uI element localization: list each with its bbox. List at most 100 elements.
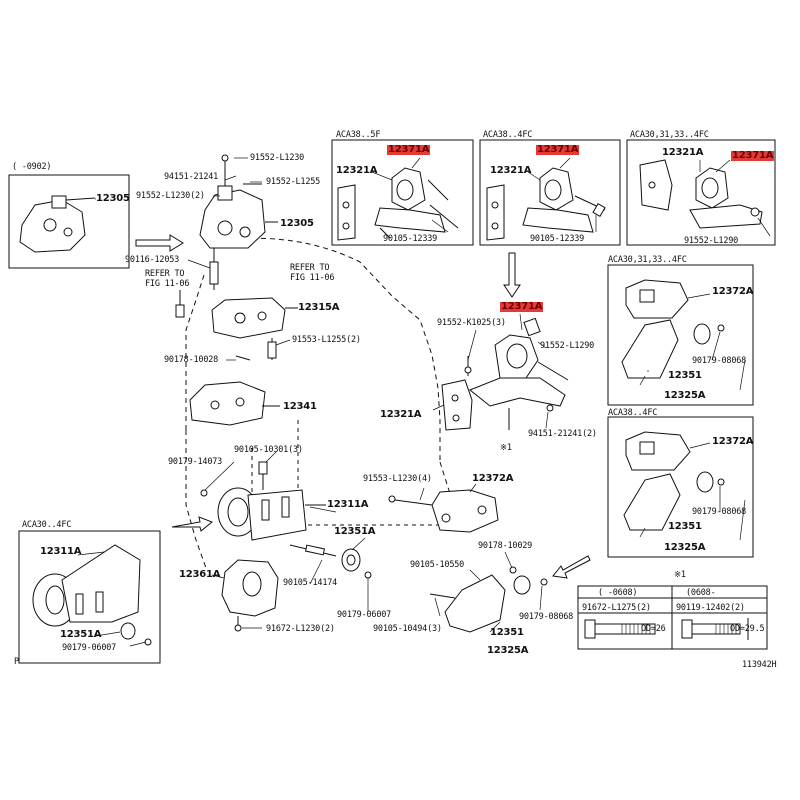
box-right-2 <box>607 416 754 558</box>
label-aca38-5f: ACA38..5F <box>336 130 381 140</box>
label-t-c2-od: OD=29.5 <box>730 624 765 634</box>
mount-box1 <box>337 167 459 241</box>
label-c-90105-10550: 90105-10550 <box>410 560 465 570</box>
label-91552-L1255: 91552-L1255 <box>266 177 321 187</box>
label-box3-12321A: 12321A <box>662 147 704 158</box>
bracket-right1 <box>621 279 725 379</box>
label-refer-a1: REFER TO <box>145 269 185 279</box>
box-0902 <box>8 174 130 269</box>
label-refer-a2: FIG 11-06 <box>145 279 190 289</box>
label-r2-12372A: 12372A <box>712 436 754 447</box>
label-12371A-center: 12371A <box>500 301 544 312</box>
bolt-spec-1 <box>584 619 656 639</box>
label-refer-b1: REFER TO <box>290 263 330 273</box>
label-12351A: 12351A <box>334 526 376 537</box>
label-c-12321A: 12321A <box>380 409 422 420</box>
label-refer-b2: FIG 11-06 <box>290 273 335 283</box>
bracket-12325A-center <box>429 566 548 633</box>
label-box-12351A: 12351A <box>60 629 102 640</box>
label-box1-90105-12339: 90105-12339 <box>383 234 438 244</box>
label-t-c1-head: ( -0608) <box>598 588 638 598</box>
label-90178-10028: 90178-10028 <box>164 355 219 365</box>
label-12371A-box2: 12371A <box>536 144 580 155</box>
label-box2-90105-12339: 90105-12339 <box>530 234 585 244</box>
label-t-c1-part: 91672-L1275(2) <box>582 603 651 613</box>
label-p: P <box>14 657 19 667</box>
arrow-left <box>135 234 591 579</box>
label-90105-14174: 90105-14174 <box>283 578 338 588</box>
label-box-12311A: 12311A <box>40 546 82 557</box>
box-aca38-4fc <box>479 139 621 246</box>
label-12361A: 12361A <box>179 569 221 580</box>
label-box3-91552-L1290: 91552-L1290 <box>684 236 739 246</box>
label-90116-12053: 90116-12053 <box>125 255 180 265</box>
label-c-91552-L1290: 91552-L1290 <box>540 341 595 351</box>
label-90179-14073: 90179-14073 <box>168 457 223 467</box>
label-c-91553-L1230: 91553-L1230(4) <box>363 474 432 484</box>
label-c-12325A: 12325A <box>487 645 529 656</box>
box-aca30-31-33 <box>626 139 776 246</box>
label-c-90105-10494: 90105-10494(3) <box>373 624 442 634</box>
bolt-spec-2 <box>681 618 749 640</box>
label-12305-box: 12305 <box>96 193 130 204</box>
label-ref-code: 113942H <box>742 660 777 670</box>
label-c-12372A: 12372A <box>472 473 514 484</box>
mount-12311A <box>200 461 337 557</box>
label-box1-12321A: 12321A <box>336 165 378 176</box>
leader-lines <box>77 157 771 647</box>
label-12371A-box3: 12371A <box>731 150 775 161</box>
label-c-mark1: ※1 <box>500 443 512 453</box>
mount-0902 <box>19 195 96 253</box>
label-c-90178-10029: 90178-10029 <box>478 541 533 551</box>
label-0902: ( -0902) <box>12 162 52 172</box>
box-aca38-5f <box>331 139 474 246</box>
label-box2-12321A: 12321A <box>490 165 532 176</box>
label-12311A: 12311A <box>327 499 369 510</box>
label-t-c2-head: (0608- <box>686 588 716 598</box>
label-r1-90179-08068: 90179-08068 <box>692 356 747 366</box>
mount-box3 <box>639 159 763 229</box>
label-aca30-31-33-4fc: ACA30,31,33..4FC <box>630 130 709 140</box>
bracket-12341 <box>189 381 280 426</box>
label-aca38-4fc: ACA38..4FC <box>483 130 533 140</box>
bracket-right2 <box>623 431 725 531</box>
label-12305: 12305 <box>280 218 314 229</box>
label-91552-L1230-2: 91552-L1230(2) <box>136 191 205 201</box>
label-12341: 12341 <box>283 401 317 412</box>
box-aca30-part <box>32 544 152 646</box>
mount-box2 <box>486 167 606 241</box>
mount-upper-12305 <box>199 154 278 290</box>
label-r1-12325A: 12325A <box>664 390 706 401</box>
label-box-90179-06007: 90179-06007 <box>62 643 117 653</box>
label-91552-L1230: 91552-L1230 <box>250 153 305 163</box>
label-r1-12372A: 12372A <box>712 286 754 297</box>
label-c-90179-08068: 90179-08068 <box>519 612 574 622</box>
label-r1-12351: 12351 <box>668 370 702 381</box>
label-r2-12351: 12351 <box>668 521 702 532</box>
label-12371A-box1: 12371A <box>387 144 431 155</box>
label-c-94151-21241: 94151-21241(2) <box>528 429 597 439</box>
label-r1-title: ACA30,31,33..4FC <box>608 255 687 265</box>
box-aca30-4fc <box>18 530 161 664</box>
label-c-12351: 12351 <box>490 627 524 638</box>
label-r2-12325A: 12325A <box>664 542 706 553</box>
label-94151-21241: 94151-21241 <box>164 172 219 182</box>
spacer-12351A <box>341 548 361 572</box>
label-12315A: 12315A <box>298 302 340 313</box>
label-t-mark1: ※1 <box>674 570 686 580</box>
mount-center-12371A <box>441 317 569 431</box>
label-91672-L1230: 91672-L1230(2) <box>266 624 335 634</box>
label-t-c2-part: 90119-12402(2) <box>676 603 745 613</box>
label-91553-L1255: 91553-L1255(2) <box>292 335 361 345</box>
label-t-c1-od: OD=26 <box>641 624 666 634</box>
box-right-1 <box>607 264 754 406</box>
label-aca30-4fc: ACA30..4FC <box>22 520 72 530</box>
label-r2-title: ACA38..4FC <box>608 408 658 418</box>
label-c-91552-K1025: 91552-K1025(3) <box>437 318 506 328</box>
bracket-12372A-center <box>388 489 499 533</box>
label-90179-06007: 90179-06007 <box>337 610 392 620</box>
bracket-12315A <box>175 290 298 361</box>
label-r2-90179-08068: 90179-08068 <box>692 507 747 517</box>
